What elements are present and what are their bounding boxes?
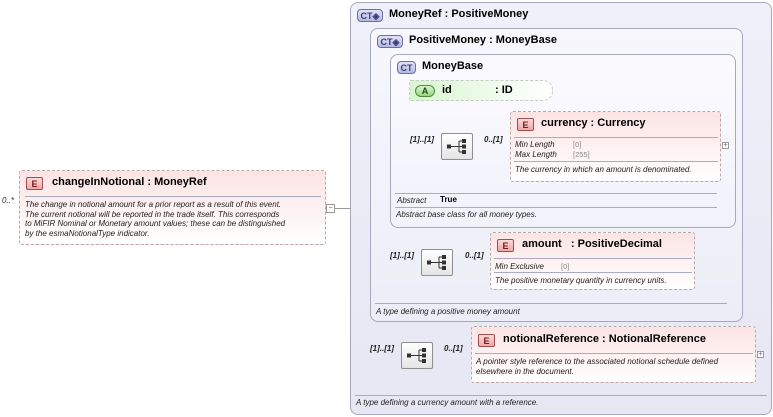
element-badge: E (497, 239, 514, 252)
amount-doc: The positive monetary quantity in curren… (495, 276, 667, 285)
currency-divider-2 (514, 161, 718, 162)
sequence-glyph (407, 348, 426, 363)
positivemoney-doc: A type defining a positive money amount (376, 307, 520, 316)
positivemoney-divider (375, 303, 727, 304)
positivemoney-title: PositiveMoney : MoneyBase (409, 34, 557, 46)
notional-reference-doc: A pointer style reference to the associa… (476, 357, 719, 376)
facet-max-length-value: [255] (573, 150, 590, 159)
attribute-id-name: id (442, 84, 452, 96)
currency-seq-cardinality: [1]..[1] (410, 135, 434, 144)
ct-extension-icon: CT◈ (377, 35, 403, 48)
collapse-toggle[interactable]: − (326, 204, 335, 213)
root-element-name: changeInNotional : MoneyRef (52, 176, 207, 188)
abstract-label: Abstract (397, 196, 427, 205)
currency-divider-1 (514, 137, 718, 138)
facet-min-exclusive-label: Min Exclusive (495, 262, 544, 271)
facet-min-length-value: [0] (573, 140, 582, 149)
sequence-glyph (427, 255, 446, 270)
facet-max-length-label: Max Length (515, 150, 557, 159)
amount-title: amount : PositiveDecimal (522, 238, 662, 250)
root-element-doc: The change in notional amount for a prio… (25, 200, 286, 238)
element-badge: E (26, 177, 43, 190)
moneyref-divider (355, 395, 767, 396)
currency-cardinality: 0..[1] (484, 135, 503, 144)
facet-min-length-label: Min Length (515, 140, 555, 149)
element-badge: E (478, 334, 495, 347)
moneybase-title: MoneyBase (422, 60, 484, 72)
moneybase-divider-1 (395, 193, 717, 194)
amount-divider-2 (494, 272, 692, 273)
notional-reference-divider (475, 353, 753, 354)
notional-expand-toggle[interactable]: + (757, 351, 764, 358)
sequence-glyph (447, 139, 466, 154)
attribute-badge: A (415, 85, 435, 97)
attribute-id-box[interactable]: A id : ID (409, 80, 553, 101)
root-element-box[interactable]: E changeInNotional : MoneyRef The change… (19, 170, 326, 245)
moneyref-title: MoneyRef : PositiveMoney (389, 8, 529, 20)
moneybase-doc: Abstract base class for all money types. (396, 210, 537, 219)
notional-reference-title: notionalReference : NotionalReference (503, 333, 706, 345)
ct-icon: CT (397, 61, 416, 74)
root-cardinality: 0..* (2, 196, 15, 205)
amount-cardinality: 0..[1] (465, 251, 484, 260)
notional-cardinality: 0..[1] (444, 344, 463, 353)
amount-element-box[interactable]: E amount : PositiveDecimal Min Exclusive… (490, 232, 695, 290)
attribute-id-type: : ID (495, 84, 513, 96)
ct-extension-icon: CT◈ (357, 9, 383, 22)
sequence-compositor-icon[interactable] (401, 342, 433, 369)
root-element-divider (25, 196, 321, 197)
connector-root-h (326, 208, 350, 209)
amount-divider-1 (494, 258, 692, 259)
currency-title: currency : Currency (541, 117, 646, 129)
currency-expand-toggle[interactable]: + (722, 142, 729, 149)
sequence-compositor-icon[interactable] (441, 133, 473, 160)
notional-seq-cardinality: [1]..[1] (370, 344, 394, 353)
amount-seq-cardinality: [1]..[1] (390, 251, 414, 260)
sequence-compositor-icon[interactable] (421, 249, 453, 276)
moneyref-doc: A type defining a currency amount with a… (356, 398, 539, 407)
currency-element-box[interactable]: E currency : Currency Min Length [0] Max… (510, 111, 721, 182)
abstract-value: True (440, 195, 457, 204)
notional-reference-element-box[interactable]: E notionalReference : NotionalReference … (471, 326, 756, 383)
moneybase-divider-2 (395, 207, 717, 208)
currency-doc: The currency in which an amount is denom… (515, 165, 692, 174)
facet-min-exclusive-value: [0] (561, 262, 570, 271)
element-badge: E (517, 118, 534, 131)
